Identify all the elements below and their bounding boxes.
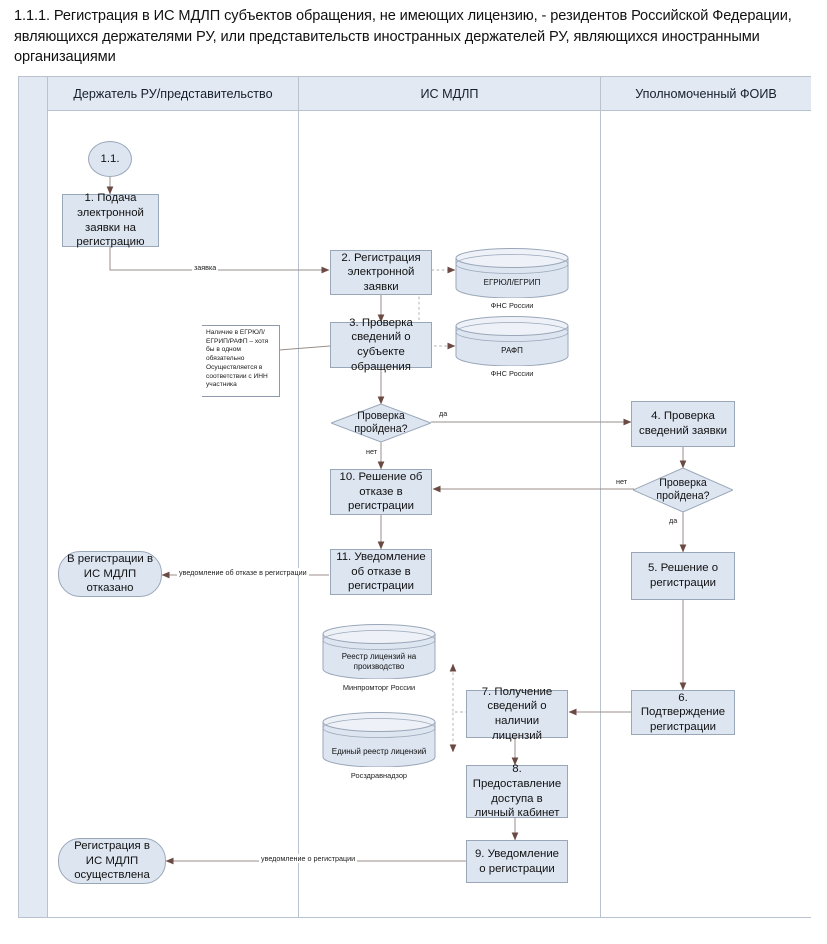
edge-label-zayavka: заявка xyxy=(192,263,219,272)
lane-foiv: Уполномоченный ФОИВ xyxy=(601,77,811,917)
lane-body-foiv xyxy=(601,111,811,917)
lane-header-ismdlp: ИС МДЛП xyxy=(299,77,600,111)
node-end-registration-completed[interactable]: Регистрация в ИС МДЛП осуществлена xyxy=(58,838,166,884)
db-unified-license-registry[interactable]: Единый реестр лиценэий xyxy=(322,712,436,767)
page-title: 1.1.1. Регистрация в ИС МДЛП субъектов о… xyxy=(14,8,792,66)
node-11-refusal-notification[interactable]: 11. Уведомление об отказе в регистрации xyxy=(330,549,432,595)
node-8-grant-cabinet-access[interactable]: 8. Предоставление доступа в личный кабин… xyxy=(466,763,568,819)
db-egrul-egrip-label: ЕГРЮЛ/ЕГРИП xyxy=(483,278,541,287)
edge-label-da-2: да xyxy=(667,516,680,525)
node-7-get-license-info[interactable]: 7. Получение сведений о наличии лицензий xyxy=(466,686,568,742)
db-rafp[interactable]: РАФП xyxy=(455,316,569,366)
node-end-registration-refused[interactable]: В регистрации в ИС МДЛП отказано xyxy=(58,551,162,597)
edge-label-net-2: нет xyxy=(614,477,630,486)
lane-header-foiv: Уполномоченный ФОИВ xyxy=(601,77,811,111)
db-unified-license-registry-label: Единый реестр лиценэий xyxy=(331,747,427,756)
node-9-registration-notification[interactable]: 9. Уведомление о регистрации xyxy=(466,840,568,883)
edge-label-refusal-notice: уведомление об отказе в регистрации xyxy=(177,568,309,577)
db-egrul-egrip-owner: ФНС России xyxy=(490,301,534,310)
lane-header-holder: Держатель РУ/представительство xyxy=(48,77,298,111)
db-unified-license-registry-owner: Росздравнадзор xyxy=(350,771,408,780)
db-license-production-registry-label: Реестр лицензий на производство xyxy=(341,652,417,671)
db-rafp-owner: ФНС России xyxy=(490,369,534,378)
node-3-check-subject-info[interactable]: 3. Проверка сведений о субъекте обращени… xyxy=(330,317,432,373)
db-license-production-registry-owner: Минпромторг России xyxy=(342,683,416,692)
db-egrul-egrip[interactable]: ЕГРЮЛ/ЕГРИП xyxy=(455,248,569,298)
edge-label-da-1: да xyxy=(437,409,450,418)
node-1-submit-application[interactable]: 1. Подача электронной заявки на регистра… xyxy=(62,192,159,248)
node-start[interactable]: 1.1. xyxy=(88,141,132,177)
db-license-production-registry[interactable]: Реестр лицензий на производство xyxy=(322,624,436,679)
pool-label-bar xyxy=(19,77,48,917)
node-10-refusal-decision[interactable]: 10. Решение об отказе в регистрации xyxy=(330,469,432,515)
decision-2-check-passed[interactable]: Проверка пройдена? xyxy=(633,468,733,512)
decision-2-label: Проверка пройдена? xyxy=(656,477,710,502)
node-2-register-application[interactable]: 2. Регистрация электронной заявки xyxy=(330,250,432,295)
decision-1-label: Проверка пройдена? xyxy=(354,410,408,435)
edge-label-registration-notice: уведомление о регистрации xyxy=(259,854,358,863)
edge-label-net-1: нет xyxy=(364,447,380,456)
node-6-registration-confirmation[interactable]: 6. Подтверждение регистрации xyxy=(631,690,735,735)
decision-1-check-passed[interactable]: Проверка пройдена? xyxy=(331,404,431,442)
annotation-note: Наличие в ЕГРЮЛ/ЕГРИП/РАФП – хотя бы в о… xyxy=(202,325,280,397)
node-5-registration-decision[interactable]: 5. Решение о регистрации xyxy=(631,552,735,600)
db-rafp-label: РАФП xyxy=(501,346,523,355)
node-4-check-application-info[interactable]: 4. Проверка сведений заявки xyxy=(631,401,735,447)
